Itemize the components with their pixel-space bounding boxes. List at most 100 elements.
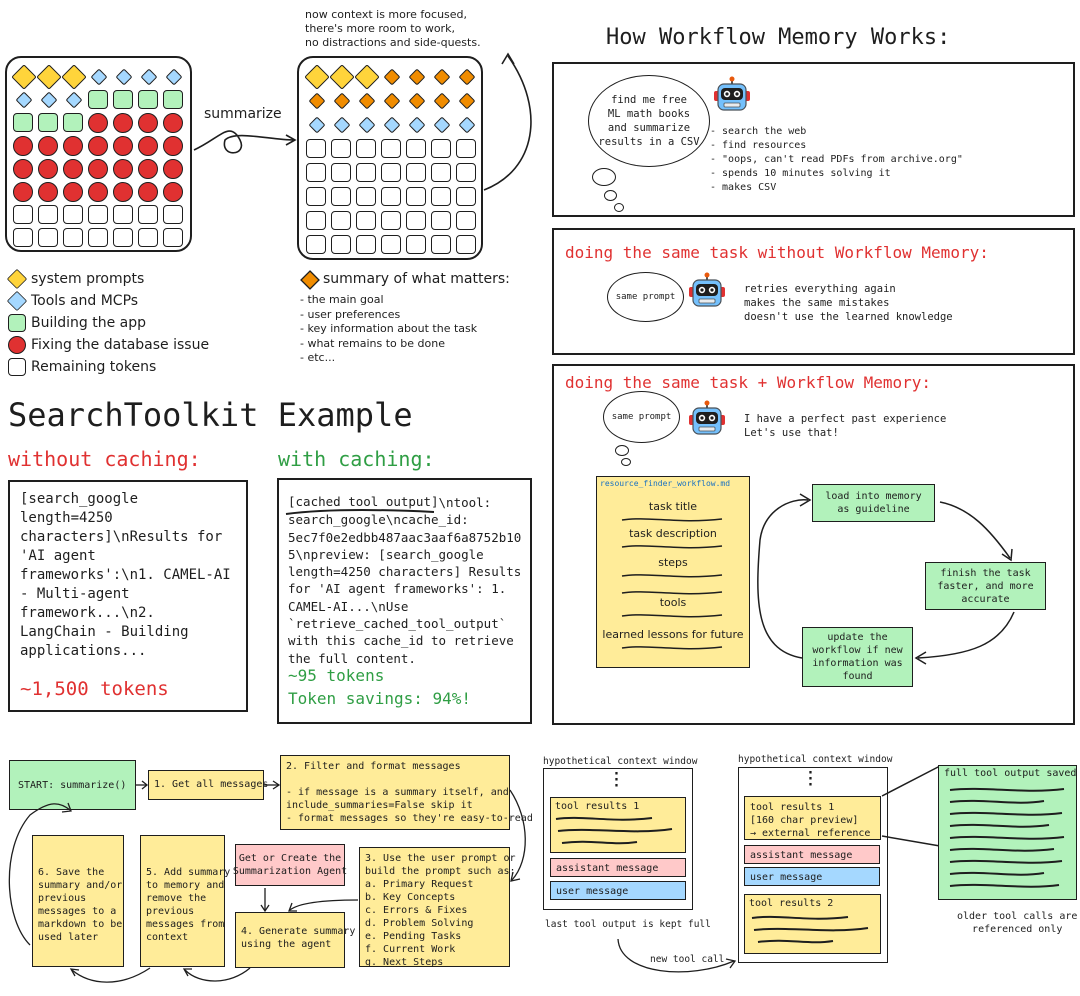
square-token-icon [431,139,451,158]
circle-token-icon [163,182,183,202]
flow-step-4: 4. Generate summary using the agent [235,912,355,968]
circle-token-icon [38,159,58,179]
user-message-left: user message [550,881,686,900]
legend-label: Fixing the database issue [31,337,210,353]
square-token-icon [163,205,183,224]
with-caching-code: \ntool: search_google\ncache_id: 5ec7f0e… [288,495,522,666]
outcome-line: retries everything again [744,283,896,295]
legend-label: Remaining tokens [31,359,157,375]
cached-underline [285,508,435,515]
scribble-line [621,591,723,595]
robot-icon [712,76,752,116]
square-token-icon [113,228,133,247]
scribble-lines [751,915,869,944]
search-title: SearchToolkit Example [8,396,413,434]
square-token-icon [38,113,58,132]
circle-swatch-icon [8,336,26,354]
square-token-icon [331,139,351,158]
scribble-line [621,646,723,650]
square-token-icon [356,163,376,182]
square-token-icon [88,205,108,224]
flow-start: START: summarize() [9,760,136,810]
square-token-icon [88,228,108,247]
with-tokens: ~95 tokens [288,666,385,685]
square-token-icon [356,187,376,206]
summarize-arrow [193,130,297,154]
cycle-update: update the workflow if new information w… [802,627,913,687]
cloud-bubble [604,190,617,201]
circle-token-icon [13,159,33,179]
panel1-steps: - search the web- find resources- "oops,… [710,125,963,195]
circle-token-icon [163,159,183,179]
circle-token-icon [38,136,58,156]
square-token-icon [356,235,376,254]
square-token-icon [138,228,158,247]
square-token-icon [406,235,426,254]
circle-token-icon [113,113,133,133]
circle-token-icon [138,182,158,202]
square-token-icon [88,90,108,109]
square-token-icon [456,187,476,206]
summary-item: - key information about the task [300,322,478,335]
square-token-icon [63,205,83,224]
tool-results-2-label: tool results 2 [749,898,834,909]
summarize-label: summarize [204,106,282,122]
left-caption: last tool output is kept full [545,919,711,930]
square-token-icon [331,163,351,182]
square-token-icon [13,228,33,247]
flow-agent: Get or Create the Summarization Agent [233,844,347,886]
workflow-file-item: tools [659,596,687,609]
diamond-swatch-icon [6,268,28,290]
legend-item: Tools and MCPs [6,290,138,312]
with-caching-box [277,478,532,724]
assistant-message-left: assistant message [550,858,686,877]
summary-item: - what remains to be done [300,336,445,350]
square-token-icon [431,163,451,182]
square-token-icon [163,228,183,247]
square-token-icon [63,113,83,132]
summary-item: - user preferences [300,307,401,321]
workflow-file [596,476,750,668]
square-token-icon [406,163,426,182]
workflow-file-name: resource_finder_workflow.md [600,479,731,488]
circle-token-icon [63,182,83,202]
square-token-icon [13,113,33,132]
circle-token-icon [138,113,158,133]
cloud-bubble [592,168,616,186]
flow-step-6: 6. Save the summary and/or previous mess… [32,835,124,967]
token-savings: Token savings: 94%! [288,689,472,708]
cycle-arrows [757,493,1015,665]
square-token-icon [306,211,326,230]
loop-arrow [483,52,532,191]
workflow-panel-1 [552,62,1075,217]
summary-item: - the main goal [300,293,384,306]
outcome-line: I have a perfect past experience [744,413,947,425]
circle-token-icon [113,159,133,179]
step-item: - "oops, can't read PDFs from archive.or… [710,154,963,165]
context-window-right [738,767,888,963]
robot-icon [687,400,727,440]
summary-diamond-icon [300,270,320,290]
cloud-bubble [621,458,631,466]
assistant-message-right: assistant message [744,845,880,864]
square-token-icon [381,187,401,206]
circle-token-icon [88,113,108,133]
legend-item: Fixing the database issue [8,336,209,354]
circle-token-icon [13,182,33,202]
context-right-title: hypothetical context window [738,754,893,765]
ellipsis-icon: ··· [808,766,813,793]
circle-token-icon [138,136,158,156]
square-token-icon [331,235,351,254]
scribble-lines [949,787,1065,888]
context-left-title: hypothetical context window [543,756,698,767]
flow-step-5: 5. Add summary to memory and remove the … [140,835,230,967]
legend-item: Building the app [8,314,146,332]
tool-results-right: tool results 1 [160 char preview] → exte… [744,796,881,840]
workflow-file-item: task title [648,500,698,513]
square-token-icon [456,235,476,254]
prompt-cloud-2: same prompt [607,272,684,322]
summary-title: summary of what matters: [323,271,510,287]
flow-step-2: 2. Filter and format messages - if messa… [280,755,533,830]
circle-token-icon [88,159,108,179]
